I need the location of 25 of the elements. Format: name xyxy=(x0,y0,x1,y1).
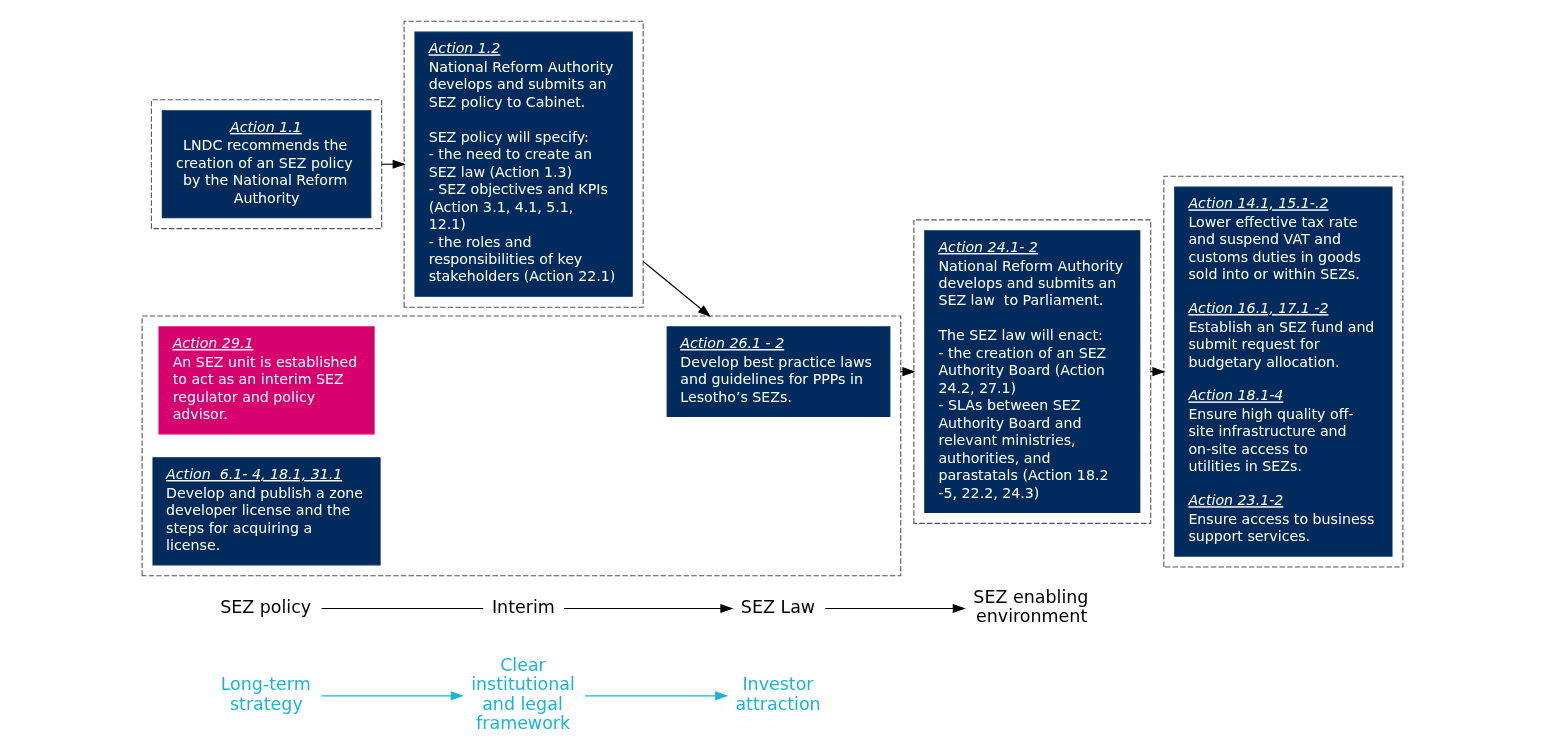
node-text: Clear institutional and legal framework xyxy=(471,654,575,734)
node-text: SEZ policy xyxy=(220,596,312,617)
node-box: Action 6.1- 4, 18.1, 31.1 Develop and publish a zone developer license and the steps for acquiring a license. xyxy=(152,457,381,566)
arrow xyxy=(381,159,406,169)
node-text: Investor attraction xyxy=(735,674,821,714)
node-text: SEZ Law xyxy=(740,596,816,617)
node-box: Action 26.1 - 2 Develop best practice laws and guidelines for PPPs in Lesotho’s SEZs. xyxy=(666,326,891,417)
cluster xyxy=(913,219,1152,524)
cluster xyxy=(150,99,383,230)
node-text: Interim xyxy=(491,596,555,617)
arrow xyxy=(584,691,729,701)
arrow xyxy=(563,603,734,614)
node-text: SEZ enabling environment xyxy=(973,586,1089,627)
node-box: Action 1.1 LNDC recommends the creation of an SEZ policy by the National Reform Authority xyxy=(161,110,372,219)
arrow xyxy=(642,260,711,317)
cluster xyxy=(403,20,644,308)
arrow xyxy=(320,691,464,701)
node-box: Action 24.1- 2 National Reform Authority develops and submits an SEZ law to Parliament. The SEZ law will enact: - the creation of an SEZ Authority Board (Action 24.2, 27.1) - SLAs between SEZ Authority Board and relevant ministries, authorities, and parastatals (Action 18.2 -5, 22.2, 24.3) xyxy=(924,230,1141,513)
node-text: Long-term strategy xyxy=(220,674,311,714)
connector xyxy=(321,607,484,610)
node-box: Action 1.2 National Reform Authority develops and submits an SEZ policy to Cabinet. SEZ policy will specify: - the need to create an SEZ law (Action 1.3) - SEZ objectives and KPIs (Action 3.1, 4.1, 5.1, 12.1) - the roles and responsibilities of key stakeholders (Action 22.1) xyxy=(414,31,633,297)
node-box: Action 14.1, 15.1-.2 Lower effective tax rate and suspend VAT and customs duties in goods sold into or within SEZs. Action 16.1, 17.1 -2 Establish an SEZ fund and submit request for budgetary allocation. Action 18.1-4 Ensure high quality off-site infrastructure and on-site access to utilities in SEZs. Action 23.1-2 Ensure access to business support services. xyxy=(1174,186,1393,557)
node-box: Action 29.1 An SEZ unit is established to act as an interim SEZ regulator and policy advisor. xyxy=(158,326,375,435)
arrow xyxy=(824,603,966,614)
cluster xyxy=(141,315,902,577)
